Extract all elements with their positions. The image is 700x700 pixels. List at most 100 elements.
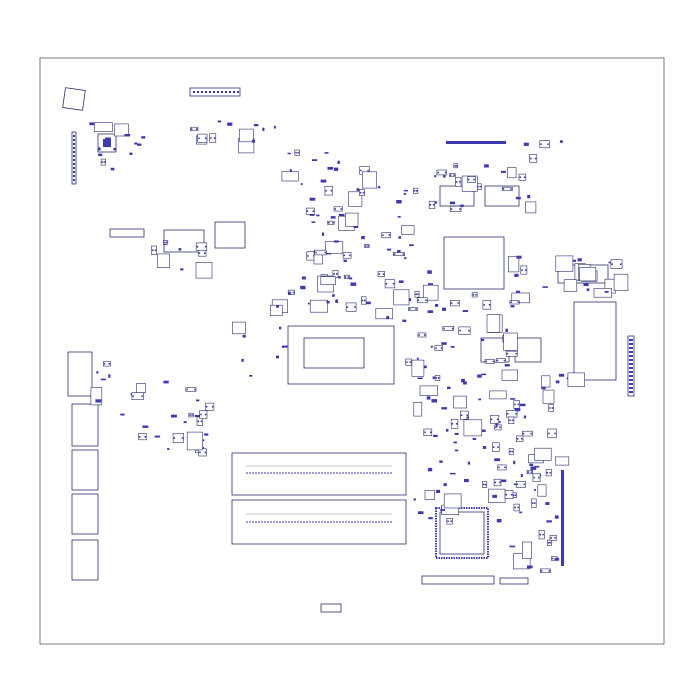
pad bbox=[200, 413, 202, 416]
pad bbox=[198, 137, 200, 140]
small-part bbox=[446, 517, 453, 525]
small-part bbox=[408, 307, 418, 311]
small-ic bbox=[507, 167, 517, 179]
pad bbox=[455, 181, 458, 183]
pad bbox=[504, 364, 510, 367]
pad bbox=[547, 541, 550, 544]
header-pin bbox=[73, 147, 75, 149]
pad bbox=[385, 283, 388, 285]
small-ic bbox=[345, 212, 359, 227]
small-part bbox=[381, 232, 391, 239]
pad bbox=[427, 283, 433, 286]
small-ic bbox=[486, 314, 501, 333]
pad bbox=[447, 386, 451, 390]
pad bbox=[466, 416, 469, 419]
small-part bbox=[360, 296, 367, 305]
pad bbox=[227, 122, 233, 126]
top-connector-pins bbox=[193, 91, 239, 93]
pad bbox=[454, 449, 459, 452]
bottom-connector bbox=[421, 575, 495, 585]
header-pin bbox=[629, 351, 633, 353]
pad bbox=[464, 479, 469, 483]
pad bbox=[503, 359, 506, 362]
small-ic bbox=[393, 289, 410, 306]
pad bbox=[279, 326, 282, 330]
top-module-right bbox=[484, 185, 520, 207]
small-part bbox=[195, 242, 208, 251]
header-pin bbox=[629, 359, 633, 361]
connector-pin bbox=[201, 91, 203, 93]
small-ic bbox=[114, 123, 129, 137]
pad bbox=[514, 273, 519, 277]
pad bbox=[402, 253, 405, 255]
pad bbox=[477, 185, 479, 188]
pad bbox=[515, 290, 521, 293]
header-pin bbox=[73, 159, 75, 161]
pad bbox=[510, 398, 516, 400]
pad bbox=[353, 226, 359, 228]
small-part bbox=[492, 442, 500, 452]
pad bbox=[620, 263, 622, 265]
left-port-4 bbox=[71, 493, 99, 535]
pad bbox=[462, 310, 469, 312]
pad bbox=[324, 152, 329, 154]
right-vertical-bar bbox=[561, 470, 564, 566]
pad bbox=[551, 407, 554, 409]
pad bbox=[337, 160, 340, 164]
pad bbox=[550, 537, 552, 539]
connector-pin bbox=[233, 91, 235, 93]
pad bbox=[205, 137, 207, 140]
small-part bbox=[495, 358, 507, 363]
small-components bbox=[89, 120, 629, 574]
small-part bbox=[163, 240, 169, 245]
pad bbox=[312, 159, 318, 161]
pad bbox=[324, 251, 326, 254]
pad bbox=[365, 301, 371, 305]
small-part bbox=[324, 186, 333, 196]
small-part bbox=[413, 187, 419, 194]
pad bbox=[611, 263, 613, 265]
pad bbox=[108, 374, 111, 378]
bottom-ic-border bbox=[435, 507, 489, 559]
small-part bbox=[377, 271, 385, 277]
small-part bbox=[342, 252, 352, 259]
small-part bbox=[449, 299, 460, 307]
small-part bbox=[501, 186, 513, 191]
pad bbox=[514, 494, 517, 497]
pad bbox=[501, 479, 507, 483]
pad bbox=[450, 208, 453, 210]
top-long-strip bbox=[446, 141, 506, 144]
pad bbox=[183, 421, 187, 424]
pad bbox=[459, 181, 461, 183]
pad bbox=[325, 189, 327, 192]
pad bbox=[604, 291, 609, 293]
pad bbox=[459, 329, 461, 332]
pad bbox=[300, 183, 303, 185]
pad bbox=[204, 252, 206, 254]
pad bbox=[350, 282, 357, 286]
pad bbox=[433, 434, 438, 437]
small-ic bbox=[542, 389, 555, 404]
pad bbox=[519, 511, 523, 514]
pad bbox=[361, 236, 365, 240]
pad bbox=[205, 405, 208, 408]
right-vertical-pins bbox=[629, 339, 633, 393]
pad bbox=[450, 346, 455, 348]
header-pin bbox=[73, 175, 75, 177]
pad bbox=[431, 399, 438, 403]
pad bbox=[511, 493, 513, 496]
pad bbox=[95, 399, 102, 403]
pad bbox=[360, 169, 362, 172]
pad bbox=[494, 458, 501, 462]
pad bbox=[449, 174, 452, 176]
pad bbox=[189, 414, 191, 416]
pad bbox=[422, 365, 427, 369]
pad bbox=[281, 346, 284, 348]
pad bbox=[517, 301, 519, 303]
pad bbox=[217, 120, 222, 123]
pad bbox=[516, 483, 519, 486]
pad bbox=[468, 329, 470, 332]
header-pin bbox=[629, 371, 633, 373]
pad bbox=[242, 334, 246, 338]
pad bbox=[413, 190, 416, 192]
